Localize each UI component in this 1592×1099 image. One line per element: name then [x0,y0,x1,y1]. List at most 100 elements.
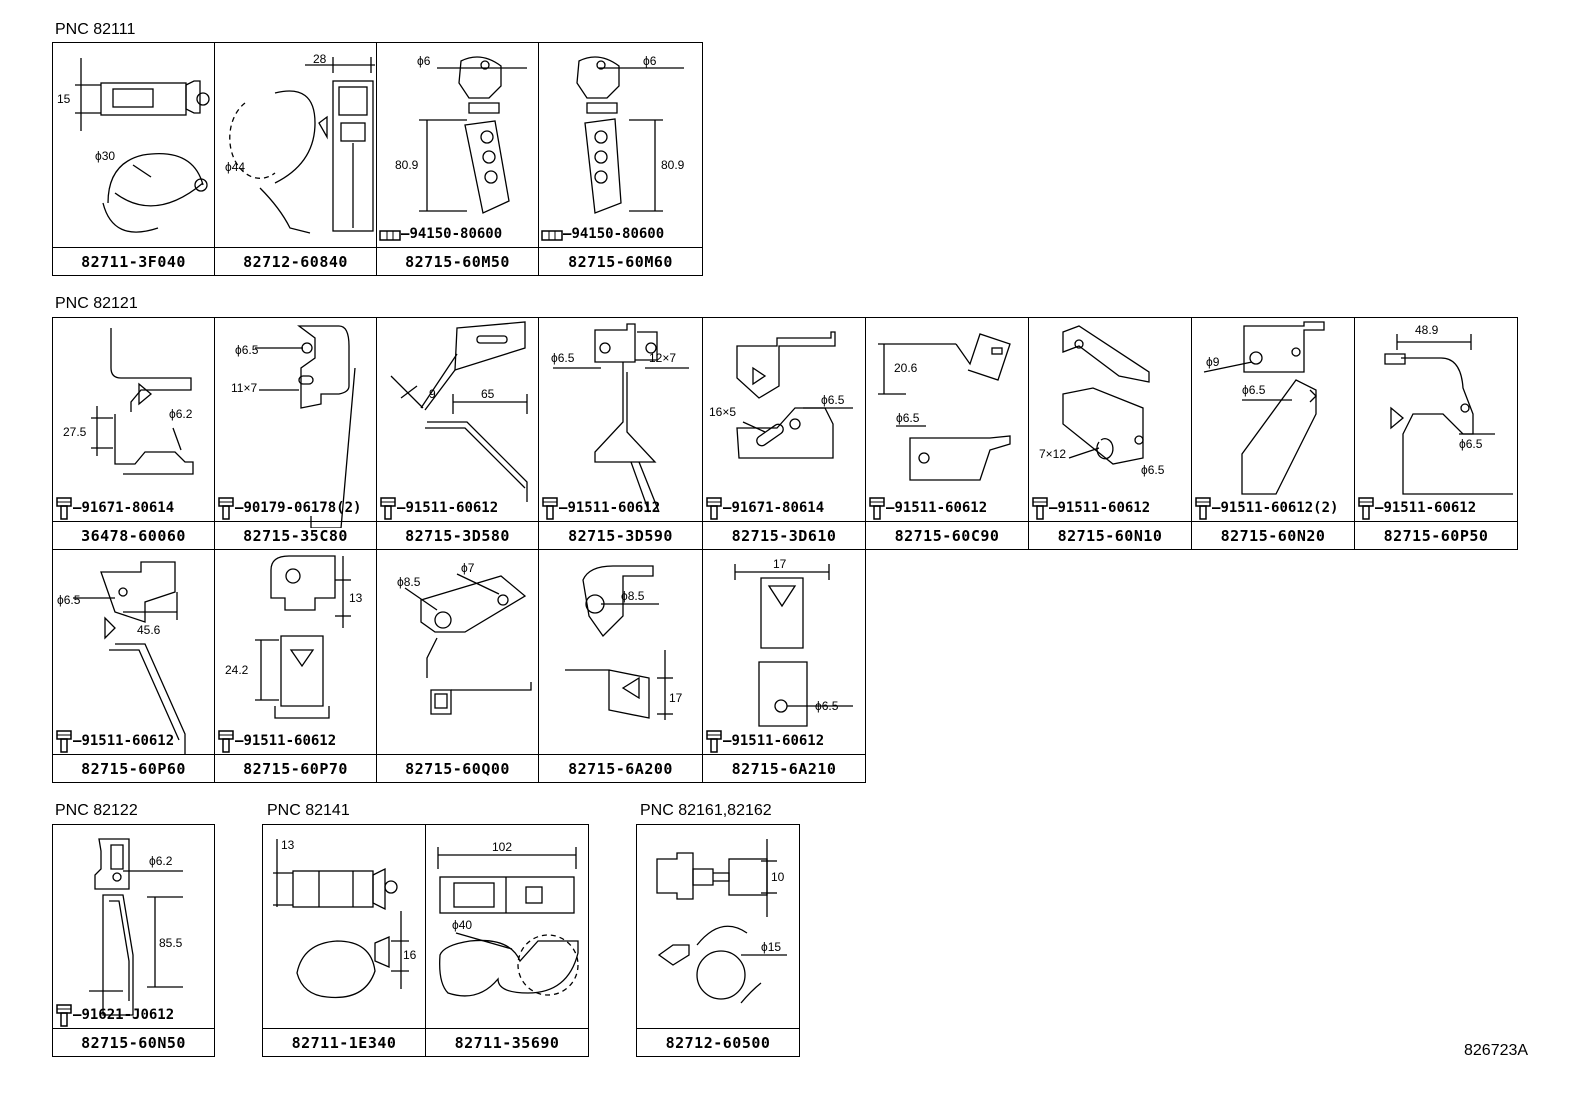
pnc-label-82121: PNC 82121 [55,295,138,312]
part-number[interactable]: 82715-3D610 [703,521,865,549]
part-number[interactable]: 82711-35690 [426,1028,588,1056]
part-cell-82715-60M60[interactable]: ϕ6 80.9 —94150-80600 82715-60M60 [538,42,703,276]
bracket-icon: 48.9 ϕ6.5 [1384,323,1513,495]
bracket-icon: 7×12 ϕ6.5 [1039,325,1165,477]
bolt-part-number[interactable]: 91511-60612 [405,500,499,516]
bolt-part-number[interactable]: 91511-60612 [1383,500,1477,516]
dim-diameter: ϕ6.2 [149,854,173,868]
part-number[interactable]: 82715-60P70 [215,754,376,782]
dim-diameter: ϕ6.5 [551,351,575,365]
bolt-part-number[interactable]: 91511-60612 [81,733,175,749]
part-cell-82715-6A200[interactable]: ϕ8.5 17 82715-6A200 [538,549,703,783]
bolt-part-number[interactable]: 94150-80600 [571,226,665,242]
pnc-label-82111: PNC 82111 [55,21,136,38]
bolt-part-number[interactable]: 91511-60612 [1057,500,1151,516]
part-cell-82715-60M50[interactable]: ϕ6 80.9 —94150-80600 82715-60M50 [376,42,539,276]
dim-slot: 12×7 [649,351,676,365]
bolt-callout: —91511-60612 [55,730,175,753]
bolt-icon [706,497,722,520]
bracket-icon: ϕ6.2 85.5 [89,838,183,1016]
part-cell-82715-6A210[interactable]: 17 ϕ6.5 —91511-60612 82715-6A210 [702,549,866,783]
part-cell-82715-3D610[interactable]: 16×5 ϕ6.5 —91671-80614 82715-3D610 [702,317,866,550]
part-cell-82715-60P70[interactable]: 13 24.2 —91511-60612 82715-60P70 [214,549,377,783]
bolt-part-number[interactable]: 90179-06178(2) [243,500,362,516]
part-number[interactable]: 82715-35C80 [215,521,376,549]
dim-diameter: ϕ6.2 [169,407,193,421]
dim-length: 45.6 [137,623,161,637]
part-number[interactable]: 82712-60840 [215,247,376,275]
part-number[interactable]: 82715-3D590 [539,521,702,549]
pnc-label-82141: PNC 82141 [267,802,350,819]
bolt-part-number[interactable]: 91511-60612 [731,733,825,749]
bracket-icon: 13 24.2 [225,555,363,719]
bolt-icon [218,730,234,753]
dim-diameter: ϕ15 [761,940,781,954]
part-number[interactable]: 82715-60Q00 [377,754,538,782]
part-cell-82715-60N10[interactable]: 7×12 ϕ6.5 —91511-60612 82715-60N10 [1028,317,1192,550]
part-number[interactable]: 82715-60M60 [539,247,702,275]
part-cell-82715-3D590[interactable]: ϕ6.5 12×7 —91511-60612 82715-3D590 [538,317,703,550]
dim-height: 24.2 [225,663,249,677]
bracket-icon: ϕ8.5 17 [565,565,683,720]
part-number[interactable]: 82711-3F040 [53,247,214,275]
part-number[interactable]: 82715-6A210 [703,754,865,782]
bolt-callout: —91511-60612 [1031,497,1151,520]
bolt-part-number[interactable]: 91671-80614 [81,500,175,516]
dim-diameter: ϕ6 [643,54,657,68]
part-cell-82715-60C90[interactable]: 20.6 ϕ6.5 —91511-60612 82715-60C90 [865,317,1029,550]
dim-height: 17 [669,691,683,705]
part-number[interactable]: 82715-60P60 [53,754,214,782]
part-number[interactable]: 82715-60N10 [1029,521,1191,549]
dim-diameter: ϕ40 [452,918,472,932]
part-cell-82712-60500[interactable]: 10 ϕ15 82712-60500 [636,824,800,1057]
bolt-icon [1032,497,1048,520]
part-cell-82715-3D580[interactable]: 9 65 —91511-60612 82715-3D580 [376,317,539,550]
dim-diameter: ϕ6 [417,54,431,68]
bolt-callout: —91511-60612 [379,497,499,520]
bolt-part-number[interactable]: 91511-60612(2) [1220,500,1339,516]
bolt-part-number[interactable]: 91621-J0612 [81,1007,175,1023]
bracket-icon: 27.5 ϕ6.2 [63,328,194,475]
part-cell-82715-60P60[interactable]: ϕ6.5 45.6 —91511-60612 82715-60P60 [52,549,215,783]
bracket-icon: ϕ6.5 11×7 [231,325,356,528]
part-number[interactable]: 82715-3D580 [377,521,538,549]
bolt-callout: —91511-60612 [868,497,988,520]
part-number[interactable]: 82711-1E340 [263,1028,425,1056]
dim-diameter: ϕ6.5 [815,699,839,713]
dim-length: 65 [481,387,495,401]
bolt-part-number[interactable]: 91671-80614 [731,500,825,516]
part-cell-82715-60P50[interactable]: 48.9 ϕ6.5 —91511-60612 82715-60P50 [1354,317,1518,550]
part-cell-82715-60N20[interactable]: ϕ9 ϕ6.5 —91511-60612(2) 82715-60N20 [1191,317,1355,550]
part-number[interactable]: 82715-6A200 [539,754,702,782]
bolt-icon [869,497,885,520]
bolt-part-number[interactable]: 91511-60612 [894,500,988,516]
part-cell-36478-60060[interactable]: 27.5 ϕ6.2 —91671-80614 36478-60060 [52,317,215,550]
dim-slot: 7×12 [1039,447,1066,461]
part-number[interactable]: 82715-60P50 [1355,521,1517,549]
part-cell-82715-60Q00[interactable]: ϕ8.5 ϕ7 82715-60Q00 [376,549,539,783]
bolt-part-number[interactable]: 91511-60612 [243,733,337,749]
dim-diameter: ϕ6.5 [1459,437,1483,451]
part-number[interactable]: 36478-60060 [53,521,214,549]
part-number[interactable]: 82715-60N50 [53,1028,214,1056]
part-cell-82712-60840[interactable]: 28 ϕ44 82712-60840 [214,42,377,276]
bolt-part-number[interactable]: 94150-80600 [409,226,503,242]
bracket-icon: 17 ϕ6.5 [734,557,853,727]
part-cell-82715-35C80[interactable]: ϕ6.5 11×7 —90179-06178(2) 82715-35C80 [214,317,377,550]
dim-length: 85.5 [159,936,183,950]
part-cell-82711-3F040[interactable]: 15 ϕ30 82711-3F040 [52,42,215,276]
bolt-icon [706,730,722,753]
dim-height: 13 [281,838,295,852]
part-number[interactable]: 82715-60N20 [1192,521,1354,549]
bolt-part-number[interactable]: 91511-60612 [567,500,661,516]
part-number[interactable]: 82715-60C90 [866,521,1028,549]
bolt-callout: —94150-80600 [379,223,502,245]
part-number[interactable]: 82715-60M50 [377,247,538,275]
part-number[interactable]: 82712-60500 [637,1028,799,1056]
part-cell-82711-35690[interactable]: 102 ϕ40 82711-35690 [425,824,589,1057]
dim-height-top: 13 [349,591,363,605]
bracket-icon: ϕ9 ϕ6.5 [1203,321,1325,495]
dim-diameter-large: ϕ8.5 [397,575,421,589]
part-cell-82715-60N50[interactable]: ϕ6.2 85.5 —91621-J0612 82715-60N50 [52,824,215,1057]
part-cell-82711-1E340[interactable]: 13 16 82711-1E340 [262,824,426,1057]
